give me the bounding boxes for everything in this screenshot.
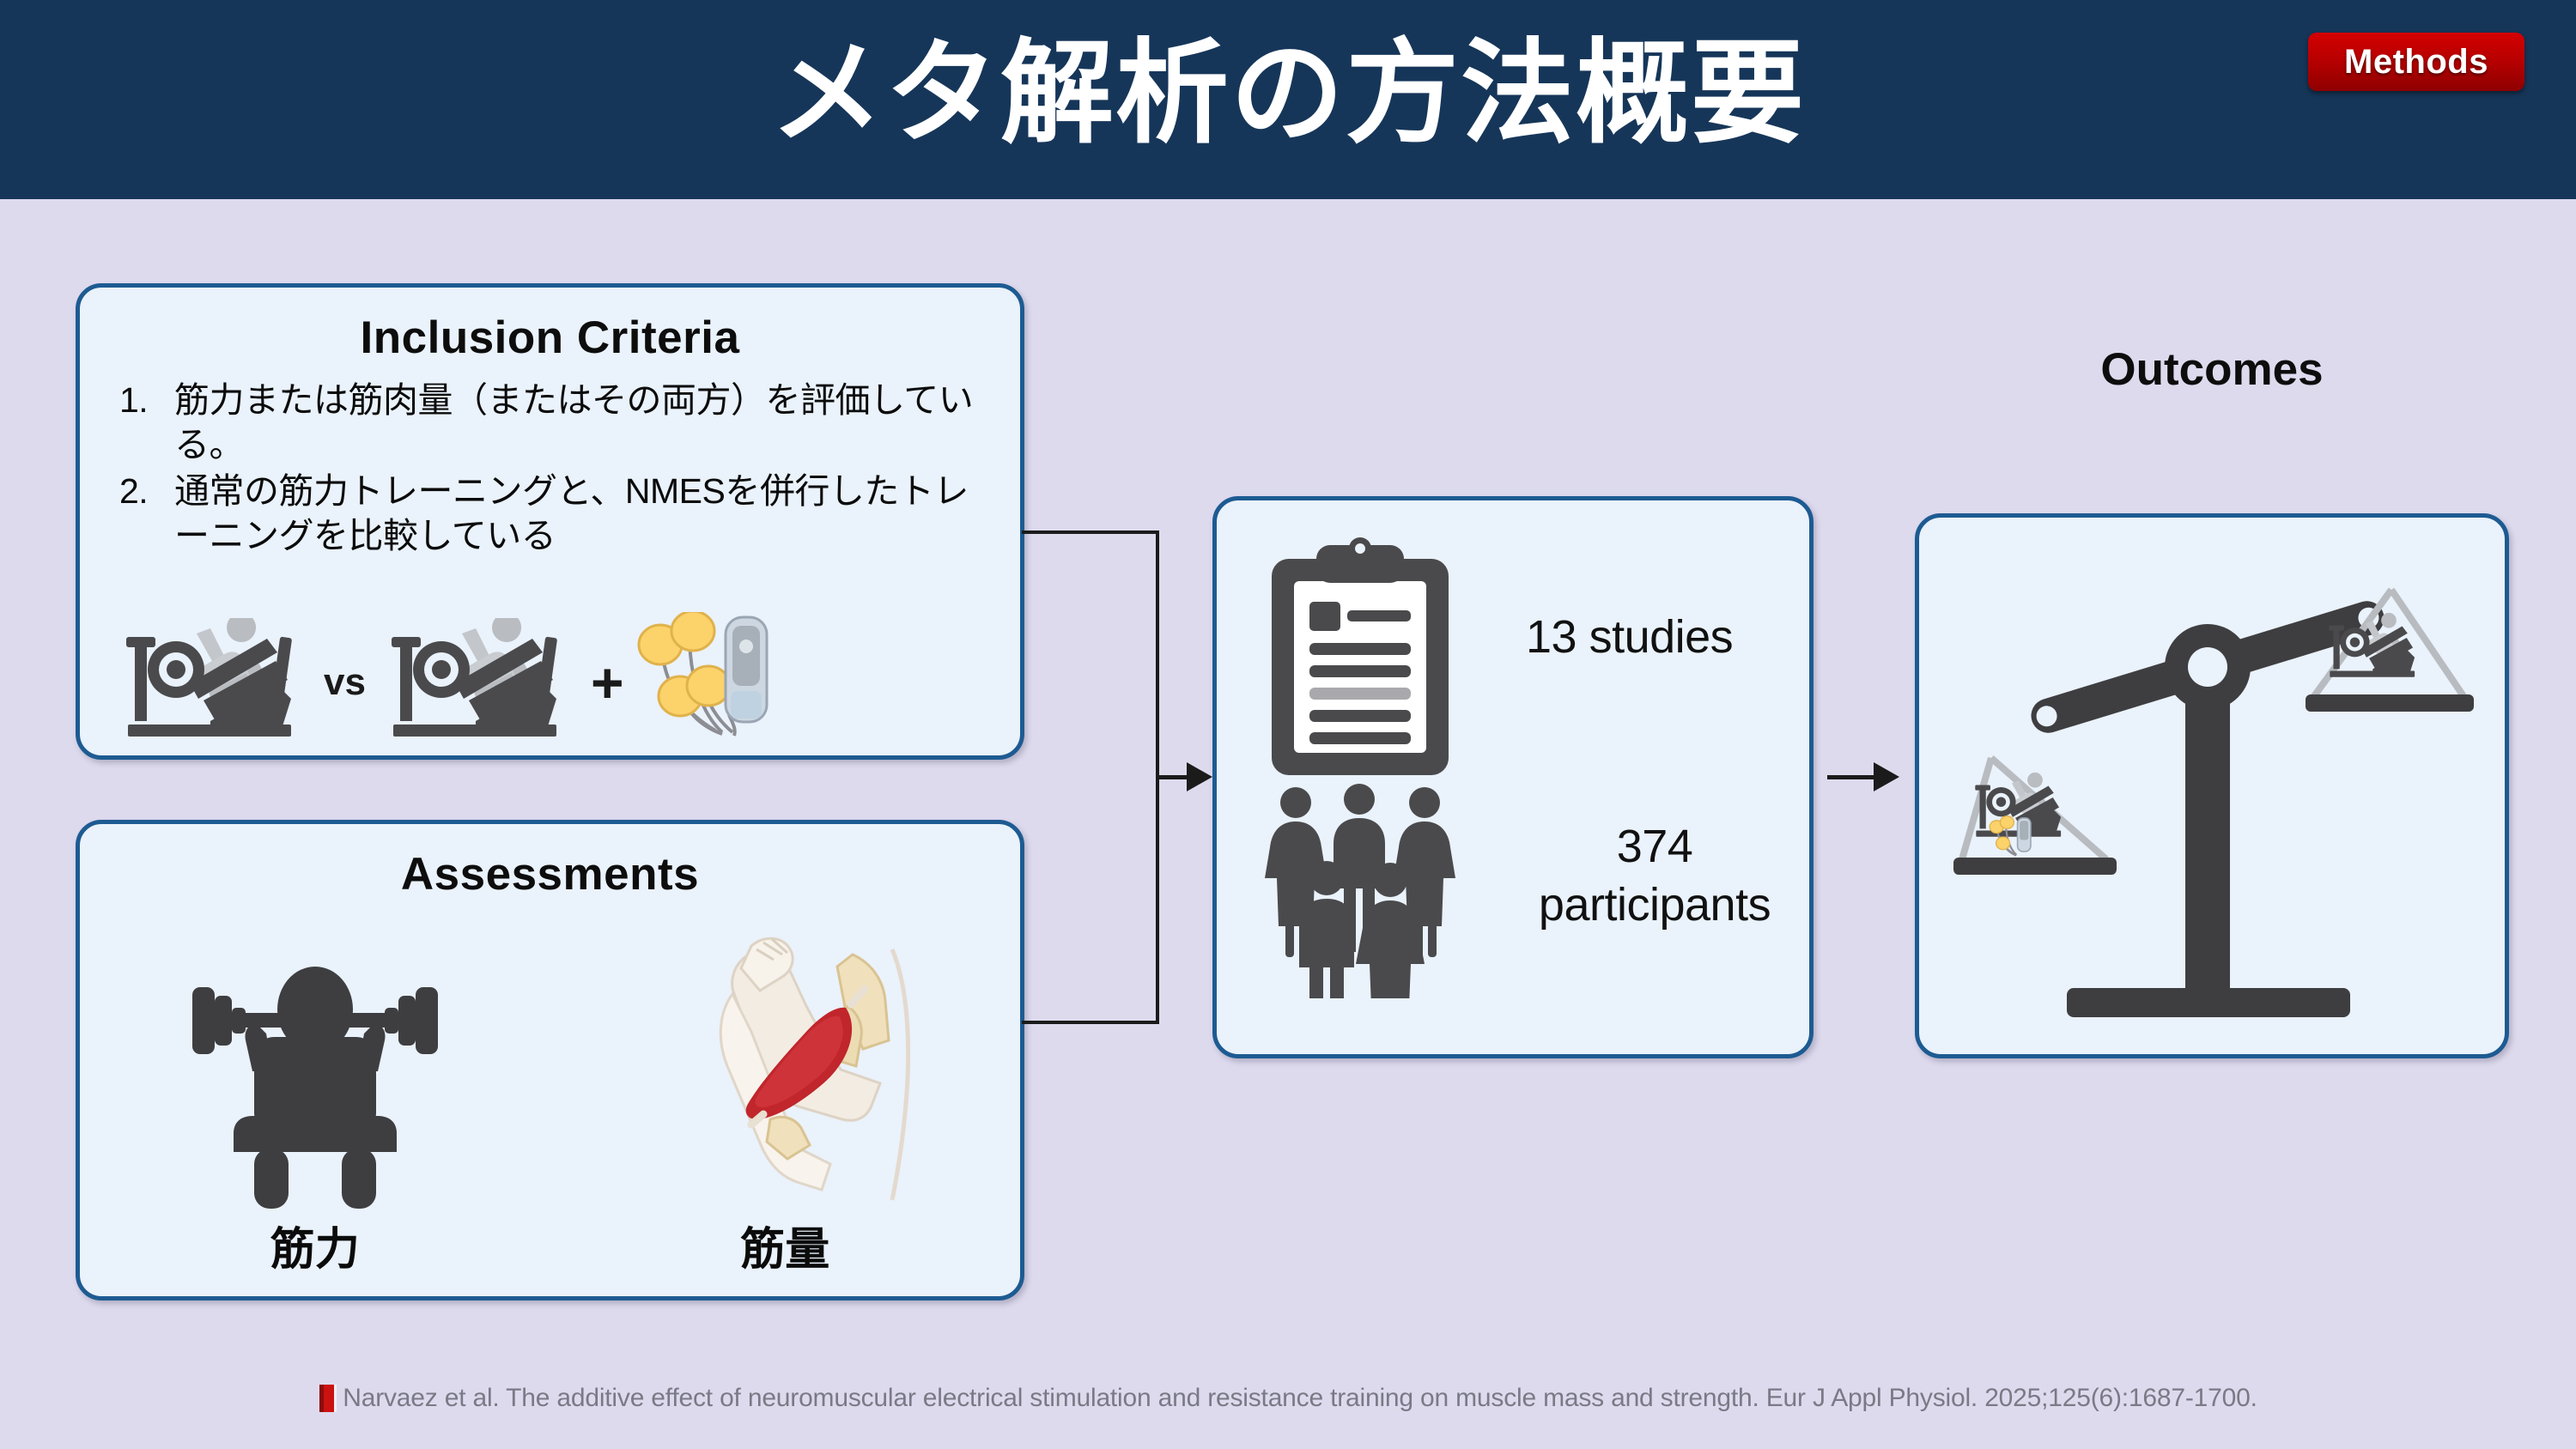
list-item: 1. 筋力または筋肉量（またはその両方）を評価している。 xyxy=(119,378,987,467)
participants-count-label: 374 participants xyxy=(1500,818,1809,934)
bracket-connector xyxy=(1022,530,1159,1024)
list-item: 2. 通常の筋力トレーニングと、NMESを併行したトレーニングを比較している xyxy=(119,469,987,558)
assessments-title: Assessments xyxy=(400,849,700,900)
inclusion-criteria-list: 1. 筋力または筋肉量（またはその両方）を評価している。 2. 通常の筋力トレー… xyxy=(119,378,987,560)
inclusion-criteria-title: Inclusion Criteria xyxy=(360,312,740,363)
assessments-card: Assessments xyxy=(76,820,1024,1300)
assessment-label-strength: 筋力 xyxy=(270,1224,360,1275)
red-book-icon xyxy=(319,1384,343,1413)
barbell-squat-icon xyxy=(173,934,457,1209)
page-title: メタ解析の方法概要 xyxy=(770,30,1806,156)
assessments-label-row: 筋力 筋量 xyxy=(80,1215,1020,1275)
clipboard-icon xyxy=(1261,537,1459,785)
inclusion-icon-row: vs + xyxy=(114,611,990,754)
arrow-head-to-outcomes-card xyxy=(1874,762,1899,791)
participants-count-number: 374 xyxy=(1616,821,1693,872)
list-item-number: 2. xyxy=(119,471,149,512)
section-badge-label: Methods xyxy=(2344,42,2488,81)
vs-label: vs xyxy=(324,661,366,703)
list-item-text: 通常の筋力トレーニングと、NMESを併行したトレーニングを比較している xyxy=(174,471,969,556)
studies-count-label: 13 studies xyxy=(1526,611,1734,663)
people-group-icon xyxy=(1260,784,1474,998)
outcomes-title: Outcomes xyxy=(2100,344,2324,395)
leg-press-icon xyxy=(114,618,312,747)
biceps-anatomy-icon xyxy=(643,925,927,1209)
title-bar: メタ解析の方法概要 Methods xyxy=(0,0,2576,199)
participants-count-word: participants xyxy=(1538,878,1771,931)
arrow-to-outcomes-card xyxy=(1827,775,1884,779)
list-item-number: 1. xyxy=(119,380,149,420)
leg-press-icon xyxy=(380,618,577,747)
plus-label: + xyxy=(590,651,624,714)
list-item-text: 筋力または筋肉量（またはその両方）を評価している。 xyxy=(174,380,974,465)
study-counts-card: 13 studies xyxy=(1212,496,1814,1058)
arrow-to-meta-card xyxy=(1157,775,1197,779)
balance-scale-icon xyxy=(1938,533,2488,1040)
section-badge-methods: Methods xyxy=(2308,33,2524,91)
citation-footer: Narvaez et al. The additive effect of ne… xyxy=(0,1384,2576,1413)
inclusion-criteria-card: Inclusion Criteria 1. 筋力または筋肉量（またはその両方）を… xyxy=(76,283,1024,760)
arrow-head-to-meta-card xyxy=(1187,762,1212,791)
outcomes-card xyxy=(1915,513,2509,1058)
assessment-label-muscle-mass: 筋量 xyxy=(740,1224,830,1275)
assessments-icon-row xyxy=(80,925,1020,1209)
citation-text: Narvaez et al. The additive effect of ne… xyxy=(343,1384,2257,1412)
nmes-stimulator-icon xyxy=(633,611,787,754)
